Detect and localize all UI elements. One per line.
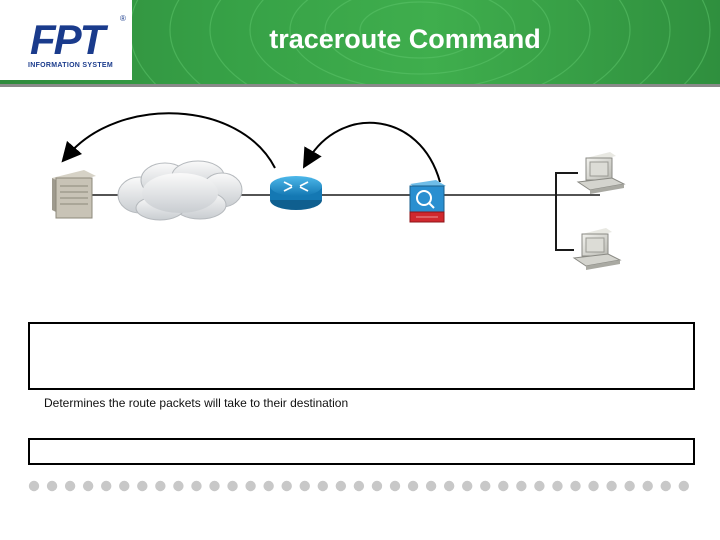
footer-dot <box>64 480 76 492</box>
description-text: Determines the route packets will take t… <box>44 396 349 410</box>
footer-dot <box>317 480 328 492</box>
logo-text: FPT <box>30 16 105 63</box>
footer-dot <box>263 480 274 492</box>
footer-dot <box>480 480 491 492</box>
footer-dot <box>462 480 473 492</box>
footer-dot <box>534 480 545 492</box>
footer-dot <box>119 480 130 492</box>
footer-dot <box>335 480 347 492</box>
footer-dot <box>371 480 383 492</box>
footer-dot <box>443 480 455 492</box>
footer-dot <box>227 480 238 492</box>
header-divider <box>0 84 720 87</box>
footer-dot <box>570 480 581 492</box>
logo-subtitle: INFORMATION SYSTEM <box>28 62 113 69</box>
footer-dot <box>173 480 184 492</box>
footer-dot <box>209 480 220 492</box>
router-icon <box>270 176 322 210</box>
footer-dot <box>353 480 365 492</box>
footer-dots <box>28 480 689 492</box>
footer-dot <box>516 480 527 492</box>
server-icon <box>52 170 96 219</box>
hop-arrow-back-to-server <box>61 112 276 169</box>
footer-dot <box>281 480 292 492</box>
footer-dot <box>245 480 256 492</box>
slide-title: traceroute Command <box>269 24 541 54</box>
network-diagram <box>52 112 626 270</box>
footer-dot <box>552 480 563 492</box>
footer-dot <box>678 480 689 492</box>
footer-dot <box>606 480 617 492</box>
footer-dot <box>299 480 310 492</box>
footer-dot <box>191 480 202 492</box>
footer-dot <box>407 480 419 492</box>
footer-dot <box>46 480 58 492</box>
logo: FPT ® INFORMATION SYSTEM <box>0 0 132 80</box>
cloud-icon <box>117 160 243 221</box>
footer-dot <box>588 480 599 492</box>
footer-dot <box>624 480 635 492</box>
workstation-icon <box>576 152 626 194</box>
footer-dot <box>137 480 148 492</box>
footer-dot <box>425 480 437 492</box>
footer-dot <box>101 480 112 492</box>
workstation-icon <box>572 228 622 270</box>
firewall-icon <box>409 180 446 223</box>
footer-dot <box>660 480 671 492</box>
footer-dot <box>389 480 401 492</box>
footer-dot <box>28 480 40 492</box>
command-output-box <box>28 322 695 390</box>
footer-dot <box>642 480 653 492</box>
hop-arrow-back-to-router <box>302 121 441 183</box>
header-band: FPT ® INFORMATION SYSTEM traceroute Comm… <box>0 0 720 84</box>
logo-registered-mark: ® <box>120 14 126 23</box>
footer-dot <box>498 480 509 492</box>
footer-dot <box>155 480 166 492</box>
footer-dot <box>82 480 94 492</box>
command-input-box <box>28 438 695 465</box>
